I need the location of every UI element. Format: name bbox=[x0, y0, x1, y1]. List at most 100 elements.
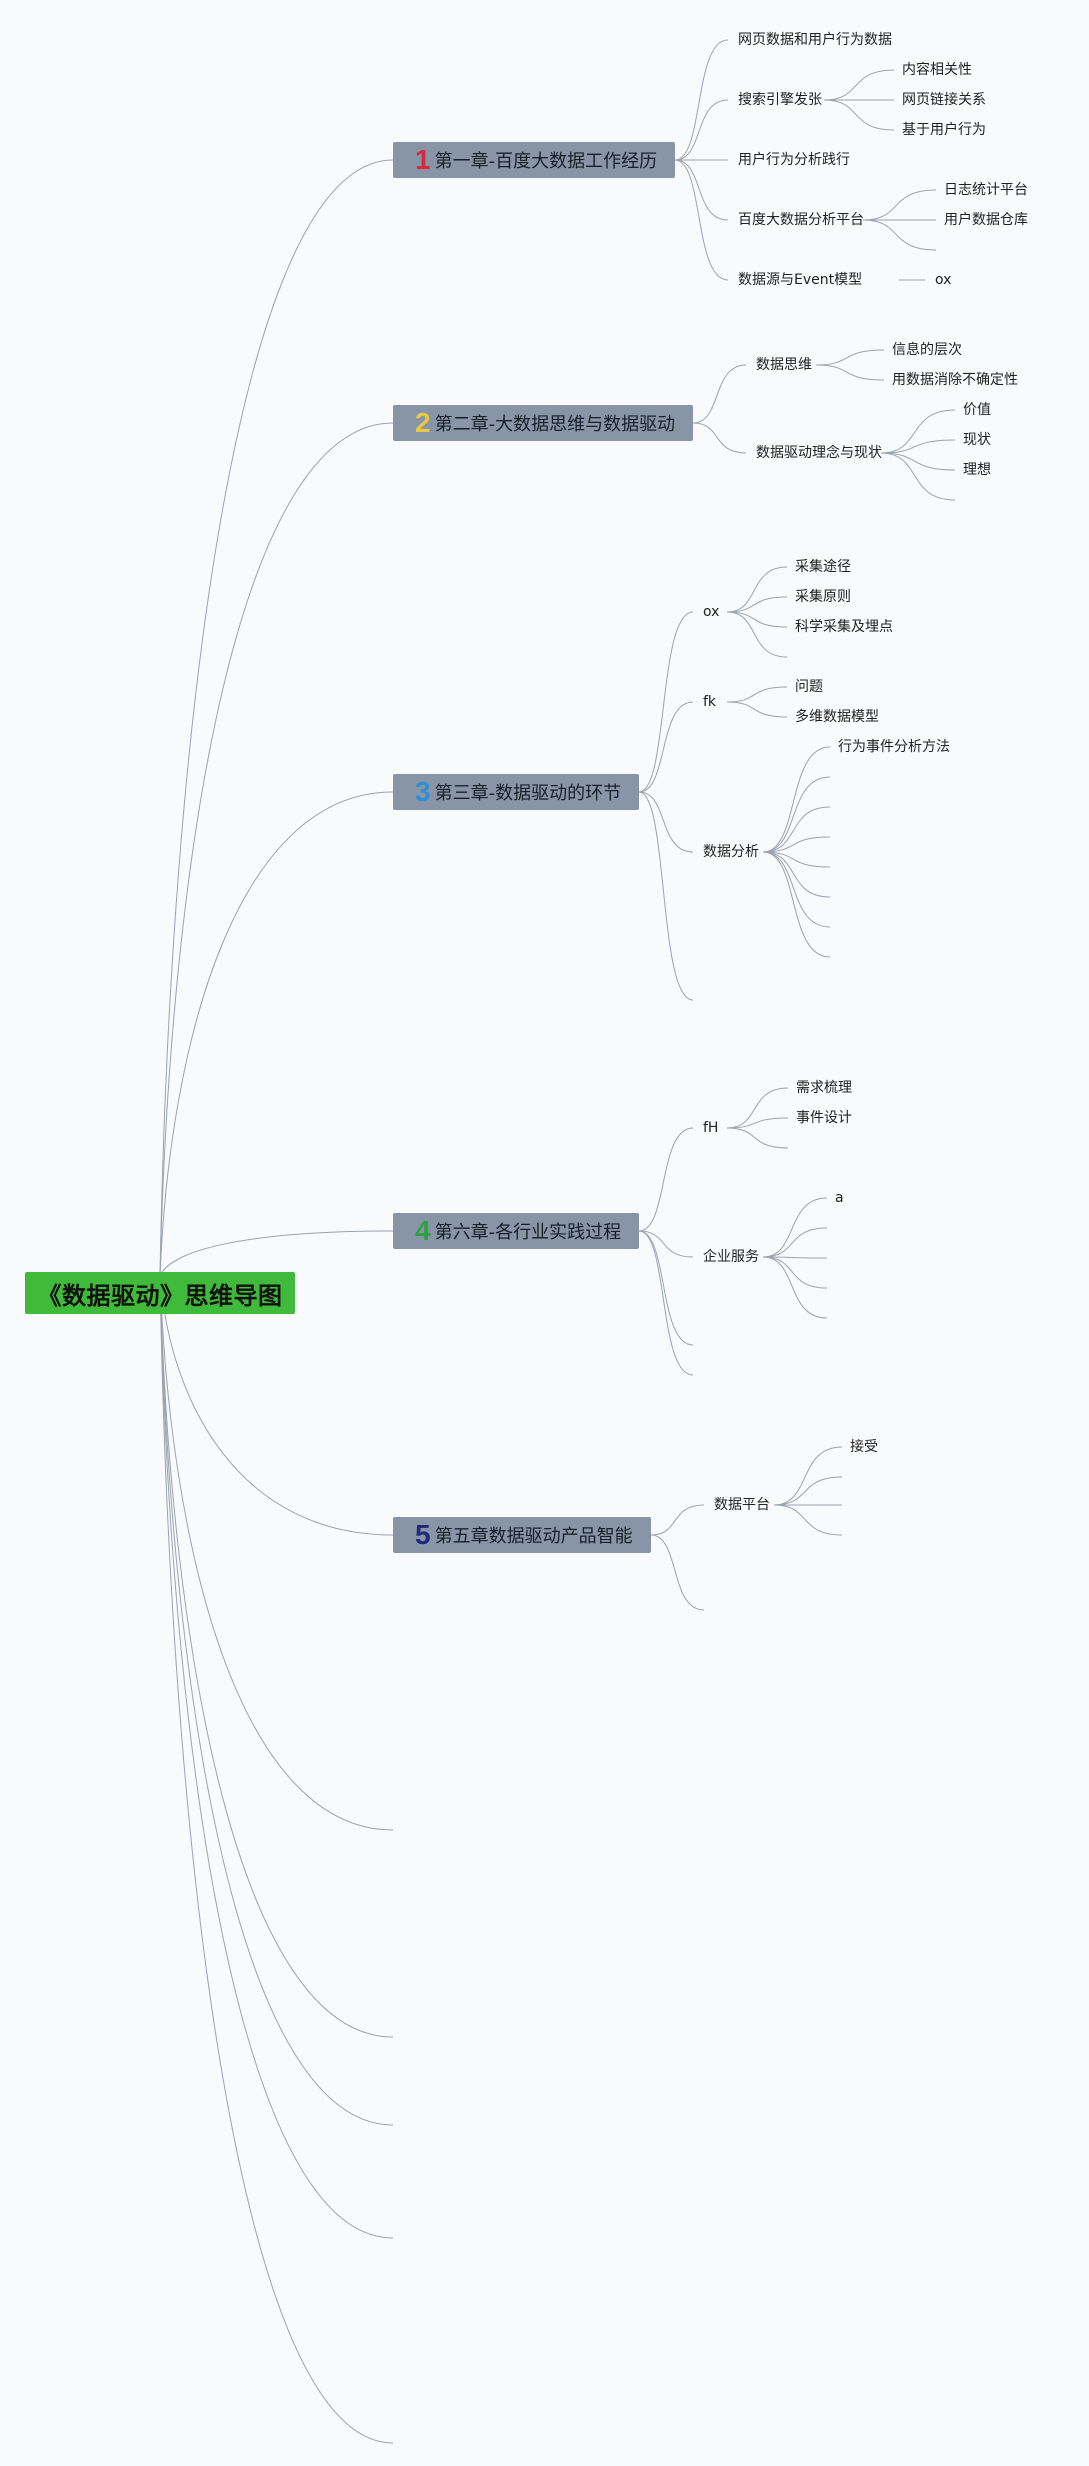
chapter-4-number: 4 bbox=[415, 1215, 431, 1246]
chapter-4-item-2-child-3-line bbox=[762, 1256, 828, 1259]
chapter-3-item-3-child-8-line bbox=[762, 851, 831, 958]
chapter-4-item-2-child-2-line bbox=[762, 1227, 828, 1258]
chapter-4-item-2-child-1-line bbox=[762, 1197, 828, 1258]
chapter-2-item-1-child-2-line bbox=[815, 364, 885, 381]
chapter-1-item-2-child-3: 基于用户行为 bbox=[902, 122, 986, 138]
chapter-4-item-1-child-3-line bbox=[726, 1127, 789, 1149]
chapter-2-item-2-child-1-line bbox=[880, 409, 956, 454]
chapter-4-item-2: 企业服务 bbox=[703, 1249, 759, 1265]
chapter-1-item-4-child-1: 日志统计平台 bbox=[944, 182, 1028, 198]
chapter-3-item-3: 数据分析 bbox=[703, 844, 759, 860]
chapter-2-item-1-child-1-line bbox=[815, 349, 885, 366]
chapter-3-item-4-line bbox=[638, 791, 694, 1001]
chapter-5-item-1-child-1-line bbox=[773, 1446, 843, 1506]
chapter-1-item-1: 网页数据和用户行为数据 bbox=[738, 32, 892, 48]
chapter-3-item-1-child-3: 科学采集及埋点 bbox=[795, 619, 893, 635]
chapter-4-item-2-child-4-line bbox=[762, 1256, 828, 1289]
chapter-2-item-2-child-3: 理想 bbox=[963, 462, 991, 478]
chapter-3-title: 第三章-数据驱动的环节 bbox=[434, 783, 622, 804]
chapter-4-item-2-line bbox=[638, 1230, 694, 1258]
chapter-3-item-1: ox bbox=[703, 604, 720, 620]
chapter-4-item-1-child-1: 需求梳理 bbox=[796, 1080, 852, 1096]
root-empty-branch-2-line bbox=[159, 1275, 394, 2038]
chapter-2-item-1-line bbox=[692, 364, 747, 424]
chapter-2-item-2-child-2: 现状 bbox=[963, 432, 991, 448]
chapter-1-item-2-line bbox=[674, 99, 729, 161]
chapter-2-item-1: 数据思维 bbox=[756, 357, 812, 373]
chapter-1-item-4-child-1-line bbox=[862, 189, 937, 221]
chapter-3-item-3-child-1-line bbox=[762, 746, 831, 853]
chapter-1-item-2-child-2: 网页链接关系 bbox=[902, 92, 986, 108]
chapter-1-item-4: 百度大数据分析平台 bbox=[738, 212, 864, 228]
chapter-1-item-4-child-3-line bbox=[862, 219, 937, 251]
chapter-3-item-2-line bbox=[638, 701, 694, 793]
root-to-chapter-1-line bbox=[159, 159, 394, 1277]
root-node[interactable]: 《数据驱动》思维导图 bbox=[25, 1272, 295, 1314]
chapter-1-item-5-child-1: ox bbox=[935, 272, 952, 288]
chapter-3-item-2-child-2: 多维数据模型 bbox=[795, 709, 879, 725]
chapter-2-item-2-line bbox=[692, 422, 747, 454]
chapter-4-item-3-line bbox=[638, 1230, 694, 1346]
chapter-4-item-4-line bbox=[638, 1230, 694, 1376]
chapter-4-item-1-child-1-line bbox=[726, 1087, 789, 1129]
chapter-3-item-2-child-1-line bbox=[726, 686, 788, 703]
chapter-4-item-1: fH bbox=[703, 1120, 719, 1136]
chapter-4-item-1-child-2: 事件设计 bbox=[796, 1110, 852, 1126]
chapter-3-item-1-line bbox=[638, 611, 694, 793]
chapter-2-title: 第二章-大数据思维与数据驱动 bbox=[434, 414, 676, 435]
chapter-5-item-1-line bbox=[650, 1504, 705, 1536]
chapter-3-item-3-child-1: 行为事件分析方法 bbox=[838, 739, 950, 755]
chapter-4-item-2-child-5-line bbox=[762, 1256, 828, 1319]
chapter-2-item-2-child-1: 价值 bbox=[963, 402, 991, 418]
chapter-5-item-1-child-2-line bbox=[773, 1476, 843, 1506]
chapter-1-item-2: 搜索引擎发张 bbox=[738, 92, 822, 108]
root-empty-branch-1-line bbox=[159, 1275, 394, 1831]
chapter-3-item-3-child-4-line bbox=[762, 836, 831, 853]
chapter-1-item-5-line bbox=[674, 159, 729, 281]
chapter-3-item-2: fk bbox=[703, 694, 717, 710]
root-empty-branch-3-line bbox=[159, 1275, 394, 2126]
chapter-1-number: 1 bbox=[415, 144, 431, 175]
root-empty-branch-4-line bbox=[159, 1275, 394, 2239]
chapter-1-item-4-line bbox=[674, 159, 729, 221]
chapter-4-item-1-line bbox=[638, 1127, 694, 1232]
chapter-5-item-2-line bbox=[650, 1534, 705, 1611]
chapter-4-title: 第六章-各行业实践过程 bbox=[434, 1222, 622, 1243]
chapter-2-item-1-child-1: 信息的层次 bbox=[892, 342, 962, 358]
chapter-5-item-1: 数据平台 bbox=[714, 1497, 770, 1513]
chapter-3-item-3-child-2-line bbox=[762, 776, 831, 853]
chapter-2-item-2-child-4-line bbox=[880, 452, 956, 501]
root-to-chapter-4-line bbox=[159, 1230, 394, 1277]
chapter-3-item-1-child-2-line bbox=[726, 596, 788, 613]
root-to-chapter-5-line bbox=[159, 1275, 394, 1536]
chapter-1-title: 第一章-百度大数据工作经历 bbox=[434, 151, 658, 172]
chapter-3-item-3-child-7-line bbox=[762, 851, 831, 928]
root-title: 《数据驱动》思维导图 bbox=[37, 1281, 283, 1310]
chapter-5-number: 5 bbox=[415, 1519, 431, 1550]
chapter-3-item-2-child-1: 问题 bbox=[795, 679, 823, 695]
chapter-2-item-2: 数据驱动理念与现状 bbox=[756, 445, 882, 461]
chapter-3-item-1-child-4-line bbox=[726, 611, 788, 658]
root-empty-branch-5-line bbox=[159, 1275, 394, 2444]
chapter-2-item-2-child-2-line bbox=[880, 439, 956, 454]
chapter-1-item-1-line bbox=[674, 39, 729, 161]
root-to-chapter-3-line bbox=[159, 791, 394, 1277]
chapter-3-item-2-child-2-line bbox=[726, 701, 788, 718]
chapter-3-item-3-child-6-line bbox=[762, 851, 831, 898]
chapter-1-item-2-child-1: 内容相关性 bbox=[902, 62, 972, 78]
chapter-3-item-1-child-2: 采集原则 bbox=[795, 589, 851, 605]
chapter-3-item-1-child-3-line bbox=[726, 611, 788, 628]
chapter-1-item-2-child-3-line bbox=[823, 99, 895, 131]
chapter-5-title: 第五章数据驱动产品智能 bbox=[434, 1526, 633, 1547]
chapter-4-item-1-child-2-line bbox=[726, 1117, 789, 1129]
chapter-5-item-1-child-4-line bbox=[773, 1504, 843, 1536]
chapter-3-item-3-child-3-line bbox=[762, 806, 831, 853]
root-to-chapter-2-line bbox=[159, 422, 394, 1277]
